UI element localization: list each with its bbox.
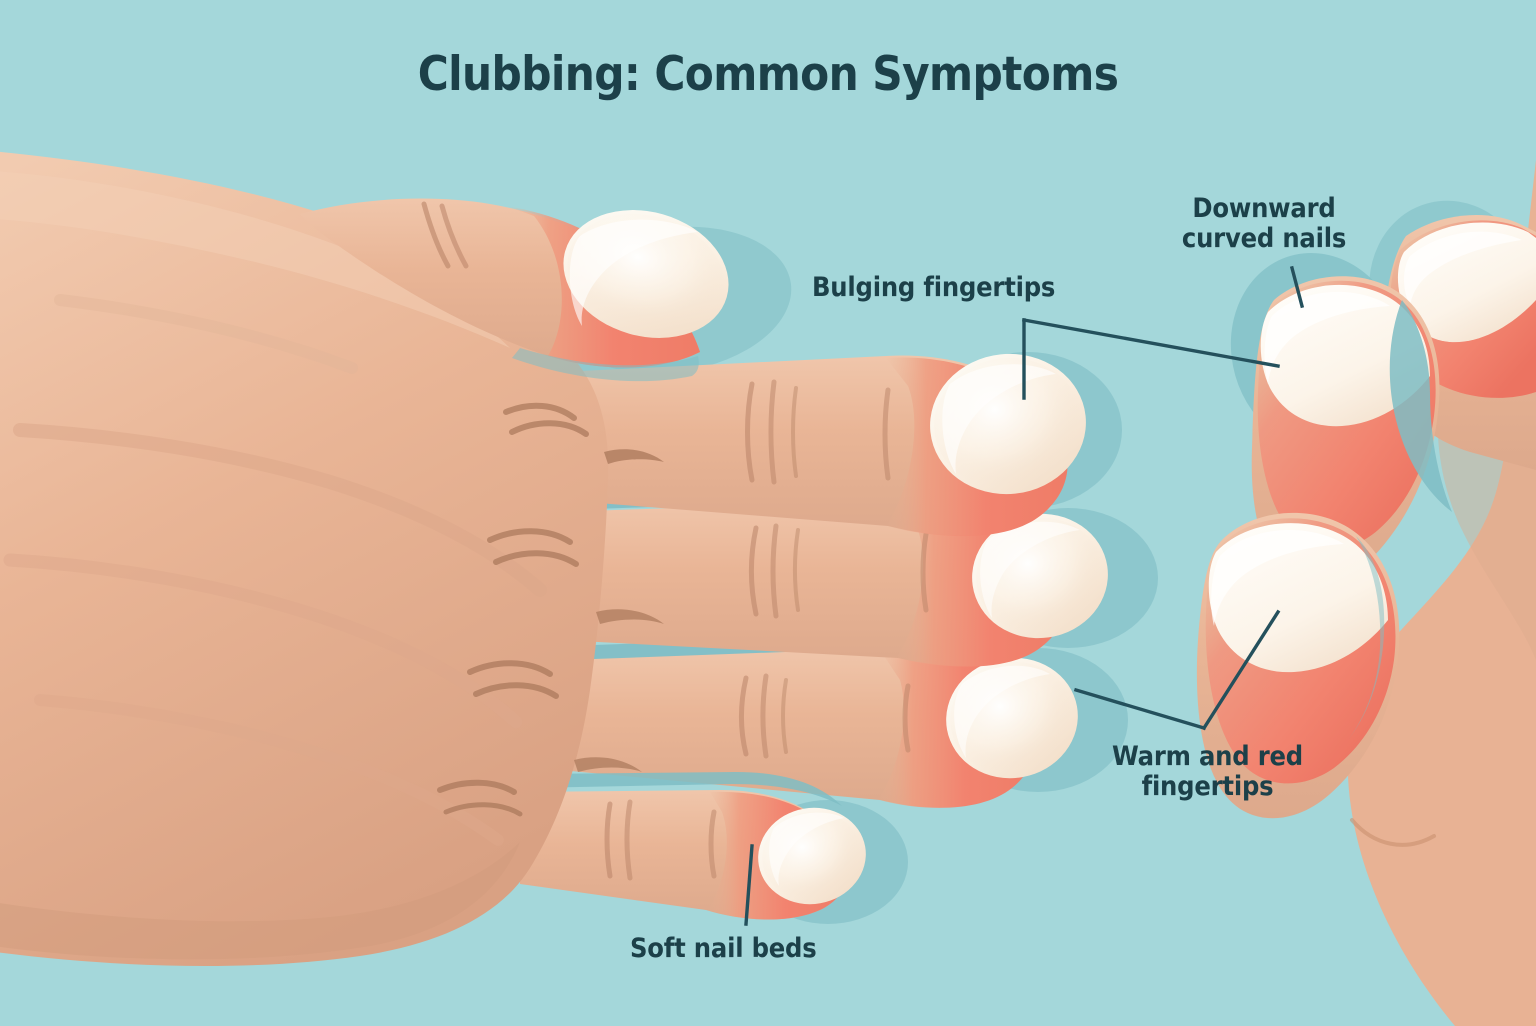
label-warm-and-red-fingertips: Warm and red fingertips (1112, 741, 1303, 803)
leader-warm-right-branch (1201, 609, 1281, 731)
back-of-hand (0, 151, 609, 966)
page-title: Clubbing: Common Symptoms (417, 47, 1119, 102)
left-hand (0, 151, 1158, 966)
finger-ring (560, 647, 1078, 808)
second-hand (1196, 160, 1536, 1026)
finger-index (560, 353, 1086, 537)
leader-downward-horizontal (1022, 318, 1280, 368)
leader-downward-curved-nails (1289, 265, 1305, 309)
finger-little (520, 790, 866, 920)
second-hand-finger-lower (1196, 512, 1436, 847)
leader-lines (744, 265, 1305, 926)
label-bulging-fingertips: Bulging fingertips (812, 272, 1056, 303)
leader-soft-nail-beds (744, 844, 754, 926)
leader-warm-left-branch (1073, 687, 1207, 731)
label-downward-curved-nails: Downward curved nails (1181, 193, 1347, 255)
label-soft-nail-beds: Soft nail beds (630, 933, 817, 964)
thumb (300, 198, 729, 368)
finger-middle (560, 499, 1108, 667)
